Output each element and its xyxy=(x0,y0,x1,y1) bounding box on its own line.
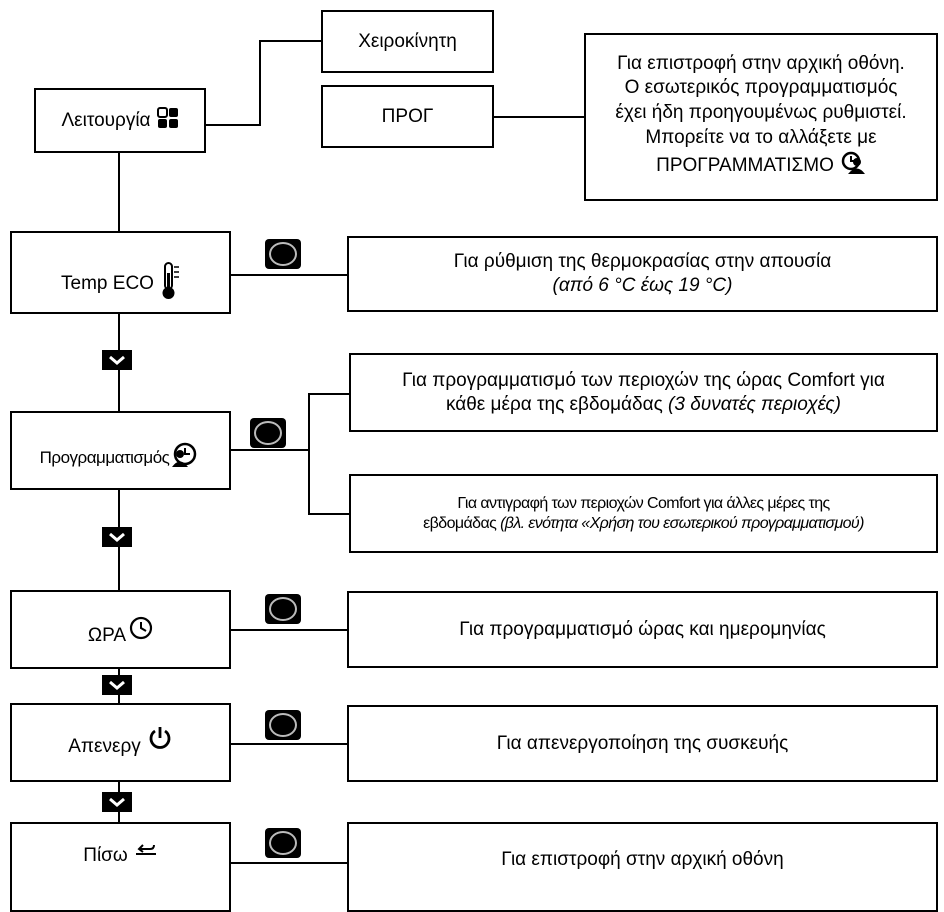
mode-connector xyxy=(204,124,261,126)
programming-menu-item[interactable]: Προγραμματισμός xyxy=(10,411,231,490)
chevron-down-icon xyxy=(102,675,132,695)
back-arrow-icon xyxy=(134,840,158,864)
mode-menu-item[interactable]: Λειτουργία xyxy=(34,88,206,153)
prog-note-line: Ο εσωτερικός προγραμματισμός xyxy=(624,77,898,99)
prog-note-line: έχει ήδη προηγουμένως ρυθμιστεί. xyxy=(615,102,907,124)
manual-option-label: Χειροκίνητη xyxy=(358,30,457,52)
grid-menu-icon xyxy=(156,106,179,135)
ok-button[interactable] xyxy=(265,239,301,269)
ok-button[interactable] xyxy=(265,710,301,740)
temp-eco-info-line: Για ρύθμιση της θερμοκρασίας στην απουσί… xyxy=(453,251,832,273)
time-menu-item[interactable]: ΩΡΑ xyxy=(10,590,231,669)
time-connector xyxy=(229,629,347,631)
time-info-text: Για προγραμματισμό ώρας και ημερομηνίας xyxy=(459,618,826,640)
back-connector xyxy=(229,862,347,864)
back-label: Πίσω xyxy=(83,845,128,866)
off-label: Απενεργ xyxy=(68,735,141,757)
main-vertical-connector xyxy=(118,151,120,231)
programming-connector xyxy=(308,513,349,515)
off-info-text: Για απενεργοποίηση της συσκευής xyxy=(496,732,789,754)
temp-eco-menu-item[interactable]: Temp ECO xyxy=(10,231,231,314)
programming-connector xyxy=(308,393,310,515)
ok-button[interactable] xyxy=(265,828,301,858)
programming-info: Για προγραμματισμό των περιοχών της ώρας… xyxy=(349,353,938,432)
prog-note-line: Για επιστροφή στην αρχική οθόνη. xyxy=(617,52,905,74)
prog-note-line: ΠΡΟΓΡΑΜΜΑΤΙΣΜΟ xyxy=(656,155,834,177)
mode-label: Λειτουργία xyxy=(61,109,151,131)
programming-label: Προγραμματισμός xyxy=(39,447,170,467)
clock-icon xyxy=(129,616,153,646)
chevron-down-icon xyxy=(102,792,132,812)
copy-info-line: εβδομάδας xyxy=(423,514,501,532)
programming-connector xyxy=(229,449,310,451)
mode-connector xyxy=(259,40,261,126)
copy-info-line: Για αντιγραφή των περιοχών Comfort για ά… xyxy=(457,494,830,512)
programming-info-line: Για προγραμματισμό των περιοχών της ώρας… xyxy=(402,369,885,391)
program-clock-icon xyxy=(171,442,201,473)
chevron-down-icon xyxy=(102,527,132,547)
thermometer-icon xyxy=(160,261,180,307)
back-info: Για επιστροφή στην αρχική οθόνη xyxy=(347,822,938,912)
off-menu-item[interactable]: Απενεργ xyxy=(10,703,231,782)
temp-eco-range: (από 6 °C έως 19 °C) xyxy=(552,275,733,296)
program-clock-icon xyxy=(840,151,866,183)
back-info-text: Για επιστροφή στην αρχική οθόνη xyxy=(501,849,784,871)
temp-eco-connector xyxy=(229,274,347,276)
off-info: Για απενεργοποίηση της συσκευής xyxy=(347,705,938,782)
temp-eco-label: Temp ECO xyxy=(61,272,154,294)
prog-option-label: ΠΡΟΓ xyxy=(381,105,434,127)
copy-info: Για αντιγραφή των περιοχών Comfort για ά… xyxy=(349,474,938,553)
copy-info-reference: (βλ. ενότητα «Χρήση του εσωτερικού προγρ… xyxy=(500,514,864,532)
temp-eco-info: Για ρύθμιση της θερμοκρασίας στην απουσί… xyxy=(347,236,938,312)
time-info: Για προγραμματισμό ώρας και ημερομηνίας xyxy=(347,591,938,668)
ok-button[interactable] xyxy=(265,594,301,624)
prog-note: Για επιστροφή στην αρχική οθόνη. Ο εσωτε… xyxy=(584,33,938,201)
programming-info-line: κάθε μέρα της εβδομάδας xyxy=(445,393,669,415)
prog-note-line: Μπορείτε να το αλλάξετε με xyxy=(645,126,877,148)
mode-connector xyxy=(492,116,584,118)
time-label: ΩΡΑ xyxy=(87,624,127,646)
programming-info-range: (3 δυνατές περιοχές) xyxy=(668,393,841,415)
mode-connector xyxy=(259,40,321,42)
prog-option[interactable]: ΠΡΟΓ xyxy=(321,85,494,148)
off-connector xyxy=(229,743,347,745)
power-icon xyxy=(147,725,173,757)
manual-option[interactable]: Χειροκίνητη xyxy=(321,10,494,73)
chevron-down-icon xyxy=(102,350,132,370)
ok-button[interactable] xyxy=(250,418,286,448)
programming-connector xyxy=(308,393,349,395)
